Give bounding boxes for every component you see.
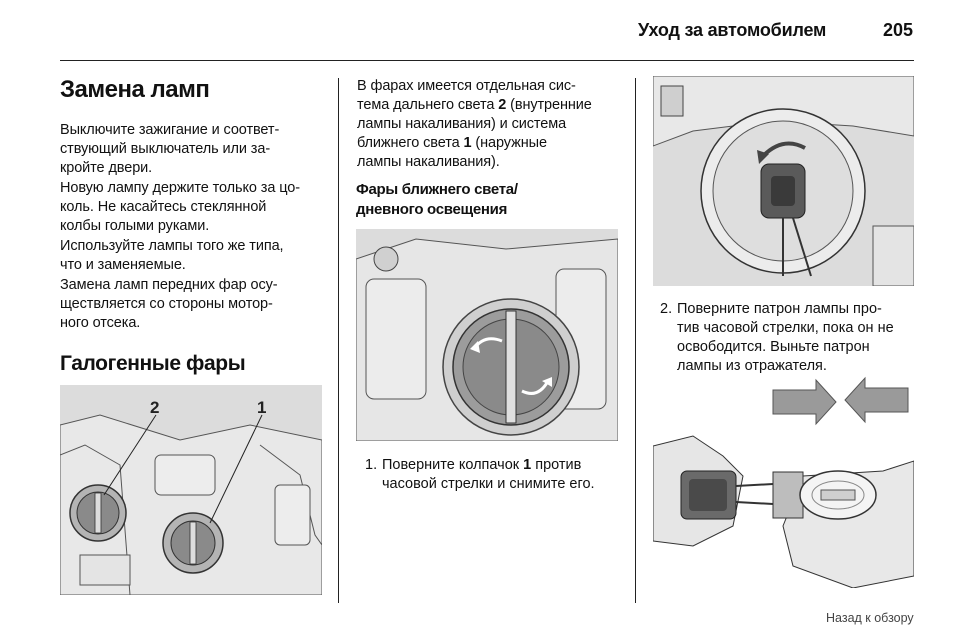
- subheading-low-beam: Фары ближнего света/дневного освещения: [356, 181, 518, 218]
- paragraph-ignition: Выключите зажигание и соответ-ствующий в…: [60, 122, 280, 176]
- page-number: 205: [883, 20, 914, 40]
- column-divider-1: [338, 78, 339, 603]
- paragraph-engine-side: Замена ламп передних фар осу-ществляется…: [60, 277, 278, 331]
- cap-removal-illustration: [356, 229, 618, 441]
- running-header-title: Уход за автомобилем: [638, 20, 827, 40]
- header-rule: [60, 60, 914, 61]
- arrow-right-icon: [772, 378, 837, 426]
- figure-bulb-replacement: [653, 376, 914, 588]
- bulb-base: [772, 471, 804, 519]
- paragraph-hold-lamp: Новую лампу держите только за цо-коль. Н…: [60, 180, 300, 234]
- paragraph-beam-systems: В фарах имеется отдельная сис-тема дальн…: [357, 78, 592, 170]
- headlight-rear-illustration: 2 1: [60, 385, 322, 595]
- figure-cap-removal: [356, 229, 618, 441]
- lamp-socket-illustration: [653, 76, 914, 286]
- rotate-arrow: [761, 141, 806, 158]
- section-heading: Замена ламп: [60, 76, 210, 103]
- figure-lamp-socket: [653, 76, 914, 286]
- callout-label-1: 1: [257, 398, 266, 417]
- figure-headlight-rear: 2 1: [60, 385, 322, 595]
- callout-label-2: 2: [150, 398, 159, 417]
- bulb-replacement-illustration: [653, 376, 914, 588]
- arrow-left-icon: [844, 376, 909, 424]
- paragraph-same-type: Используйте лампы того же типа,что и зам…: [60, 238, 284, 273]
- step-2: 2.Поверните патрон лампы про-тив часовой…: [660, 301, 894, 374]
- back-to-overview-link[interactable]: Назад к обзору: [826, 611, 914, 625]
- rotate-arrow-right: [521, 380, 550, 395]
- column-divider-2: [635, 78, 636, 603]
- subheading-halogen: Галогенные фары: [60, 352, 246, 375]
